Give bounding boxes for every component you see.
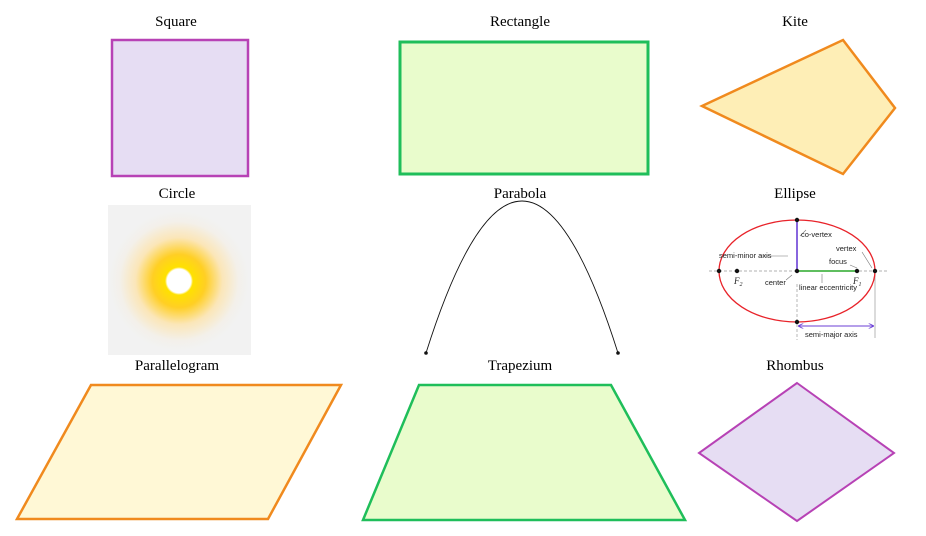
- vertex-label: vertex: [836, 244, 857, 253]
- parabola-curve: [425, 200, 619, 354]
- focus-f1-point: [854, 268, 860, 274]
- co-vertex-top-point: [794, 217, 800, 223]
- circle-title: Circle: [158, 186, 196, 202]
- parallelogram-title: Parallelogram: [134, 358, 220, 374]
- parallelogram-shape: [14, 383, 344, 521]
- co-vertex-bottom-point: [794, 319, 800, 325]
- ellipse-title: Ellipse: [774, 186, 816, 202]
- rhombus-shape: [697, 381, 896, 523]
- kite-shape: [699, 38, 897, 176]
- parabola-endpoint-left: [424, 351, 428, 355]
- vertex-right-point: [872, 268, 878, 274]
- co-vertex-label: co-vertex: [801, 230, 832, 239]
- parabola-endpoint-right: [616, 351, 620, 355]
- ellipse-diagram: co-vertex semi-minor axis vertex focus c…: [709, 217, 888, 340]
- center-point: [794, 268, 800, 274]
- kite-title: Kite: [782, 14, 808, 30]
- linear-eccentricity-label: linear eccentricity: [799, 283, 857, 292]
- rhombus-title: Rhombus: [766, 358, 824, 374]
- semi-minor-axis-label: semi-minor axis: [719, 251, 772, 260]
- f1-label: F1: [852, 276, 862, 288]
- square-shape: [110, 38, 250, 178]
- circle-glow: [109, 211, 249, 351]
- parabola-title: Parabola: [493, 186, 547, 202]
- center-label: center: [765, 278, 786, 287]
- semi-major-axis-label: semi-major axis: [805, 330, 858, 339]
- vertex-left-point: [716, 268, 722, 274]
- square-title: Square: [155, 14, 197, 30]
- f2-label: F2: [733, 276, 743, 288]
- focus-label: focus: [829, 257, 847, 266]
- trapezium-title: Trapezium: [487, 358, 553, 374]
- rectangle-shape: [398, 40, 650, 176]
- focus-f2-point: [734, 268, 740, 274]
- rectangle-title: Rectangle: [490, 14, 550, 30]
- trapezium-shape: [361, 383, 688, 522]
